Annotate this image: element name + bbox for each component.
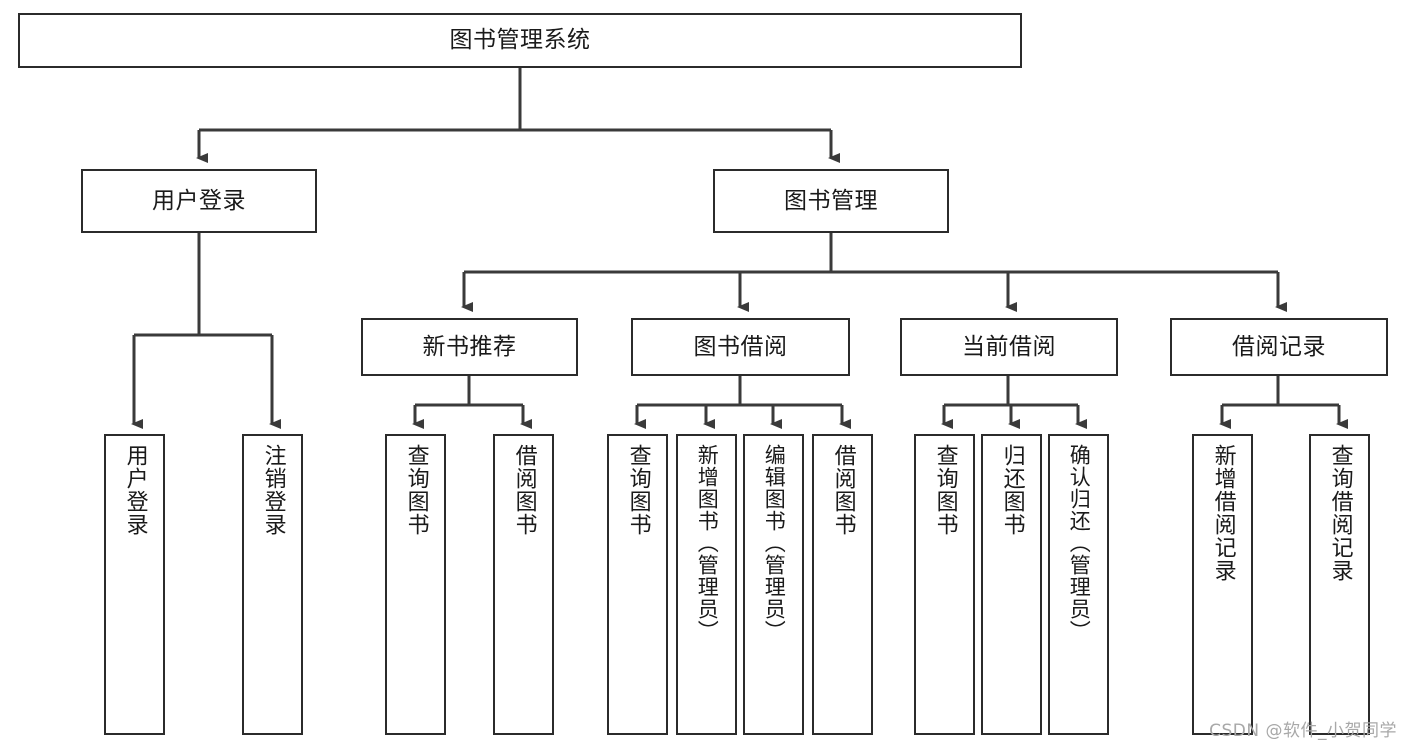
node-leaf-query-book-recommend-label: 查询图书 xyxy=(403,444,429,536)
node-leaf-borrow-book-borrow[interactable]: 借阅图书 xyxy=(812,434,873,735)
node-new-book-recommend-label: 新书推荐 xyxy=(422,333,517,360)
node-user-login[interactable]: 用户登录 xyxy=(81,169,317,233)
node-leaf-query-book-borrow-label: 查询图书 xyxy=(625,444,651,536)
node-leaf-return-book[interactable]: 归还图书 xyxy=(981,434,1042,735)
node-leaf-logout-label: 注销登录 xyxy=(260,444,286,536)
node-leaf-add-book-admin[interactable]: 新增图书（管理员） xyxy=(676,434,737,735)
node-new-book-recommend[interactable]: 新书推荐 xyxy=(361,318,578,376)
node-leaf-query-borrow-record[interactable]: 查询借阅记录 xyxy=(1309,434,1370,735)
node-leaf-borrow-book-recommend-label: 借阅图书 xyxy=(511,444,537,536)
node-leaf-return-book-label: 归还图书 xyxy=(999,444,1025,536)
node-borrow-record[interactable]: 借阅记录 xyxy=(1170,318,1388,376)
node-borrow-record-label: 借阅记录 xyxy=(1232,333,1326,360)
node-book-management[interactable]: 图书管理 xyxy=(713,169,949,233)
node-leaf-user-login[interactable]: 用户登录 xyxy=(104,434,165,735)
node-leaf-add-borrow-record-label: 新增借阅记录 xyxy=(1210,444,1236,582)
node-leaf-query-book-current-label: 查询图书 xyxy=(932,444,958,536)
node-book-borrow[interactable]: 图书借阅 xyxy=(631,318,850,376)
node-leaf-query-borrow-record-label: 查询借阅记录 xyxy=(1327,444,1353,582)
node-leaf-edit-book-admin-label: 编辑图书（管理员） xyxy=(762,444,787,642)
node-leaf-confirm-return-admin[interactable]: 确认归还（管理员） xyxy=(1048,434,1109,735)
node-leaf-add-borrow-record[interactable]: 新增借阅记录 xyxy=(1192,434,1253,735)
node-book-management-label: 图书管理 xyxy=(784,187,878,214)
node-leaf-query-book-borrow[interactable]: 查询图书 xyxy=(607,434,668,735)
node-leaf-confirm-return-admin-label: 确认归还（管理员） xyxy=(1067,444,1092,642)
node-leaf-add-book-admin-label: 新增图书（管理员） xyxy=(695,444,720,642)
node-current-borrow[interactable]: 当前借阅 xyxy=(900,318,1118,376)
node-root-label: 图书管理系统 xyxy=(449,27,591,53)
node-leaf-borrow-book-recommend[interactable]: 借阅图书 xyxy=(493,434,554,735)
node-book-borrow-label: 图书借阅 xyxy=(693,333,788,360)
node-leaf-user-login-label: 用户登录 xyxy=(122,444,148,536)
node-user-login-label: 用户登录 xyxy=(152,187,246,214)
node-current-borrow-label: 当前借阅 xyxy=(962,333,1056,360)
node-leaf-edit-book-admin[interactable]: 编辑图书（管理员） xyxy=(743,434,804,735)
node-leaf-logout[interactable]: 注销登录 xyxy=(242,434,303,735)
node-leaf-query-book-current[interactable]: 查询图书 xyxy=(914,434,975,735)
node-leaf-borrow-book-borrow-label: 借阅图书 xyxy=(830,444,856,536)
node-leaf-query-book-recommend[interactable]: 查询图书 xyxy=(385,434,446,735)
node-root[interactable]: 图书管理系统 xyxy=(18,13,1022,68)
